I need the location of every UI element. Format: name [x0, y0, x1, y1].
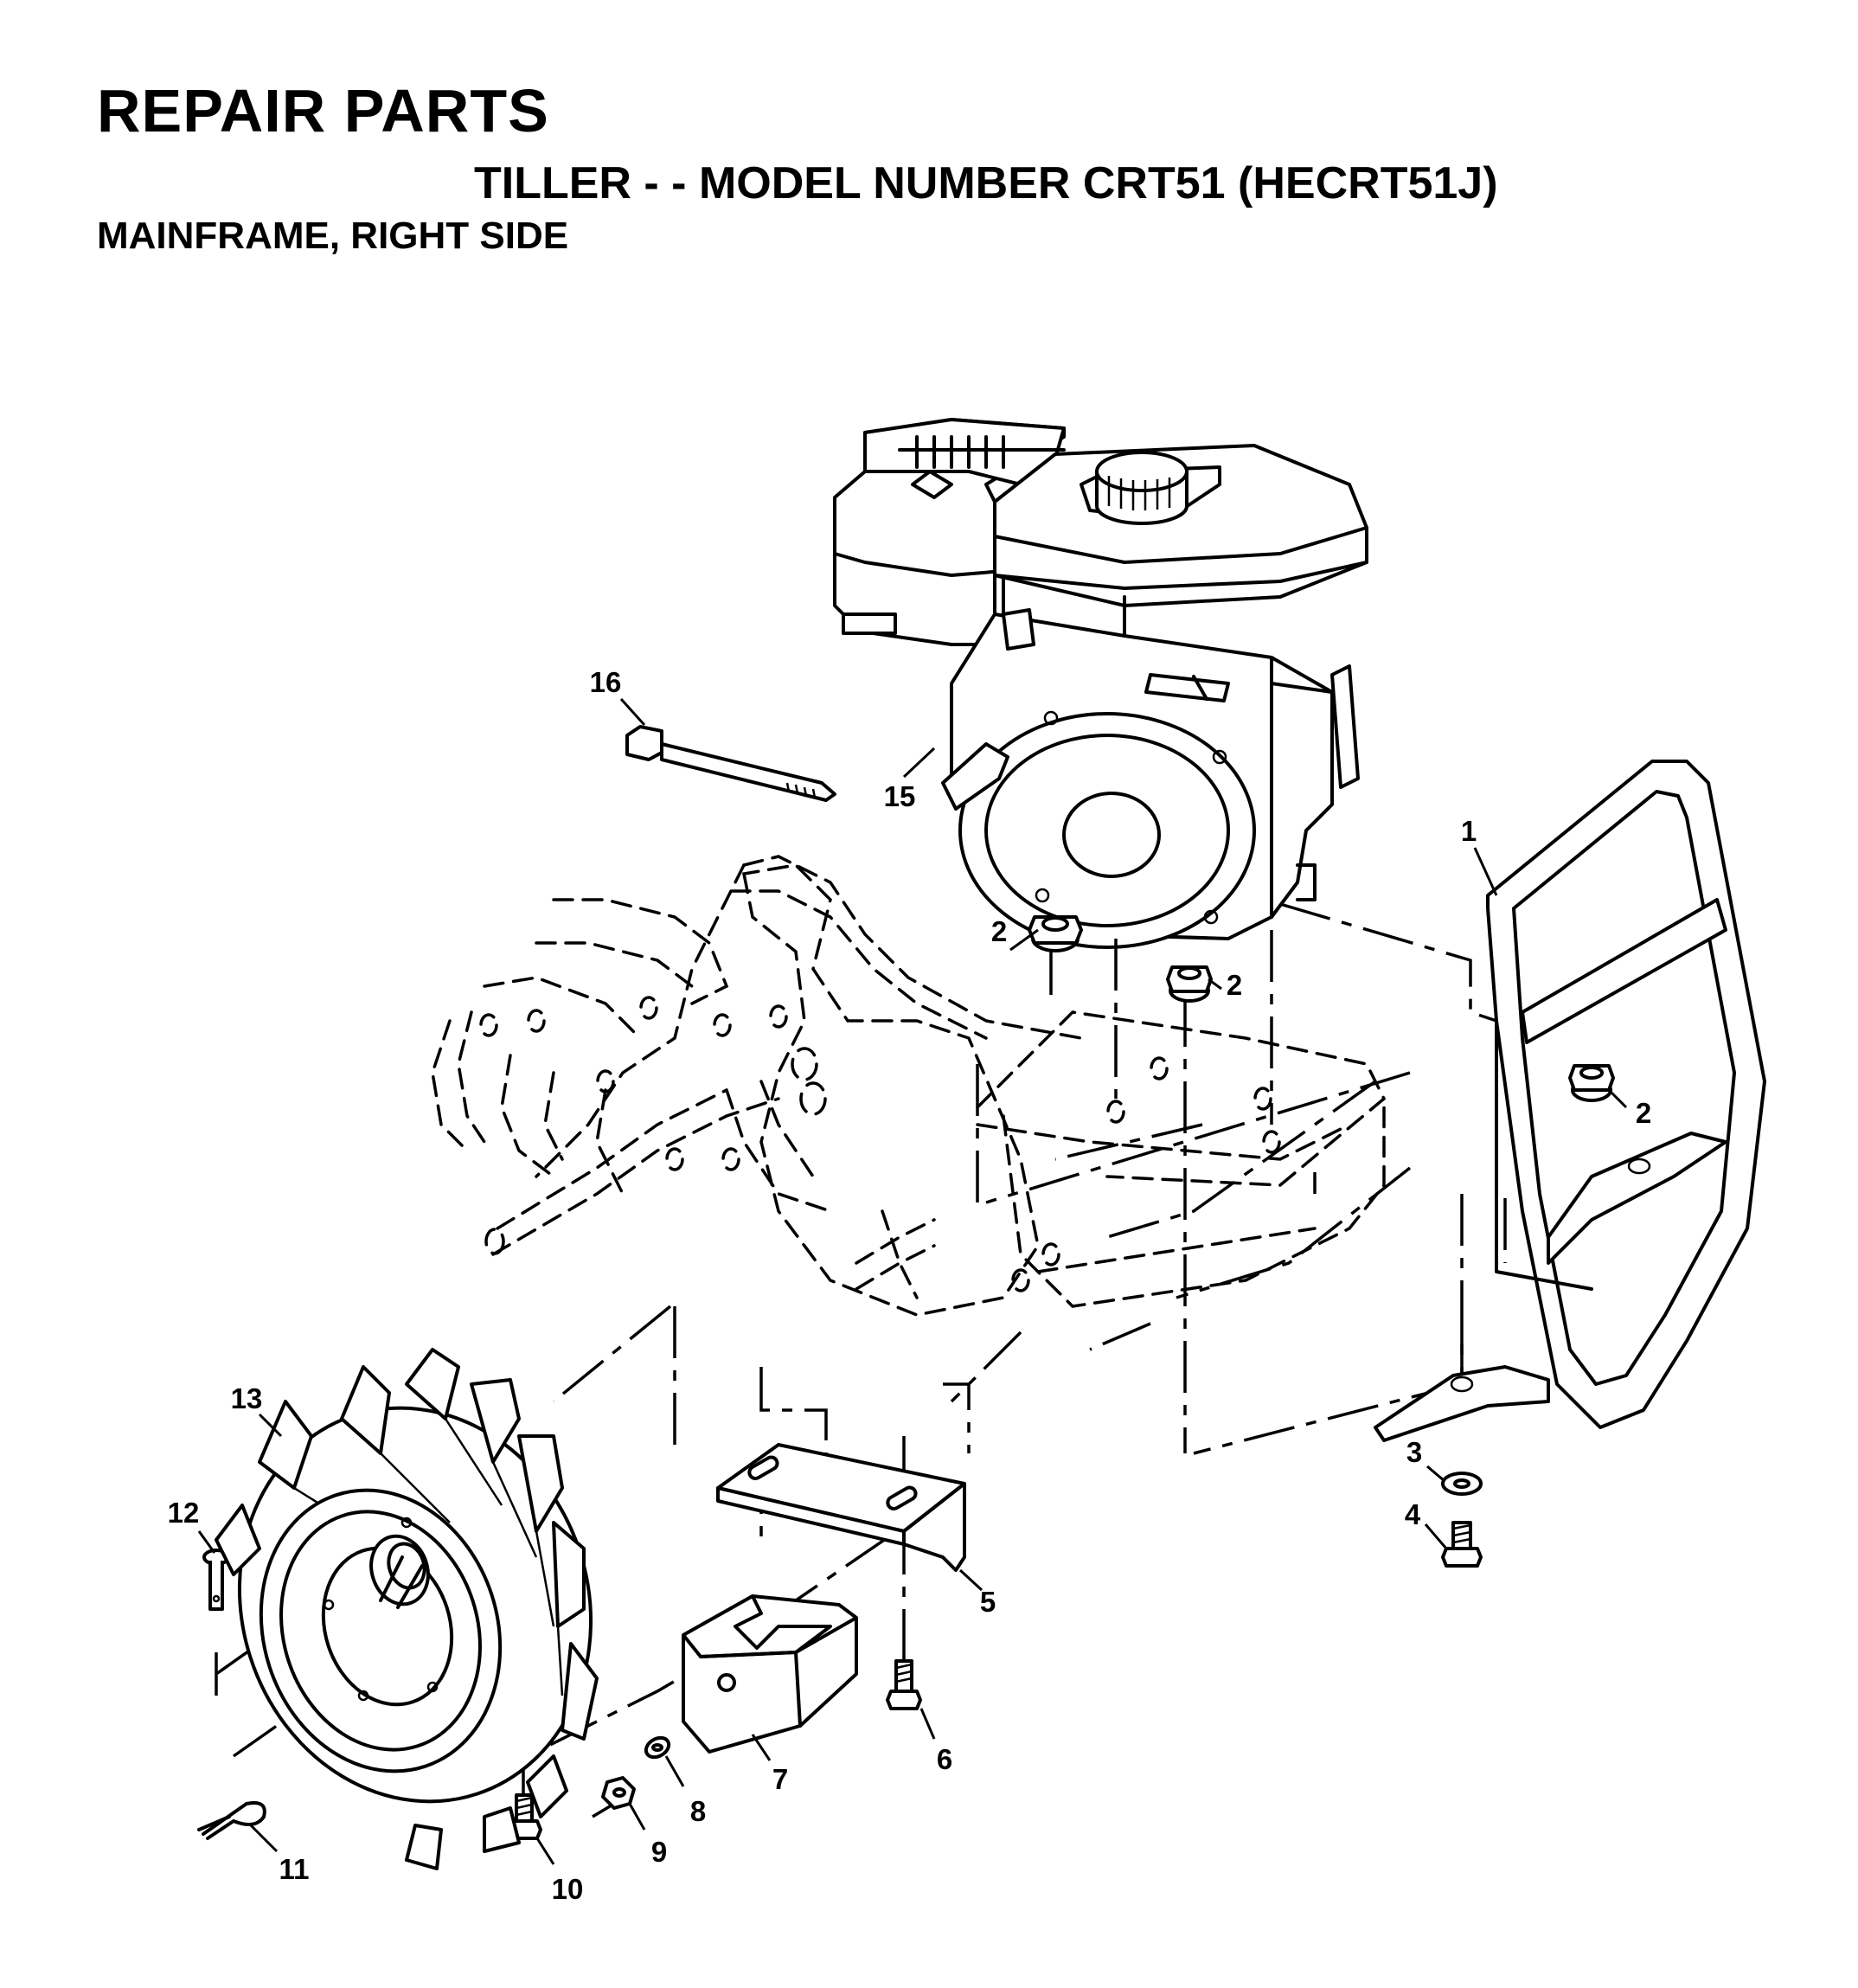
section-title: MAINFRAME, RIGHT SIDE	[97, 215, 569, 257]
callout-2c: 2	[1636, 1097, 1651, 1129]
callout-2b: 2	[1227, 969, 1242, 1001]
callout-9: 9	[651, 1836, 667, 1868]
callout-numbers: 16 15 1 2 2 2 3 4 5 6 7 8 9 10 11 12 13	[168, 666, 1652, 1905]
engine-drawing	[833, 418, 1368, 949]
model-subtitle: TILLER - - MODEL NUMBER CRT51 (HECRT51J)	[474, 158, 1498, 208]
cable-tie	[625, 725, 836, 802]
callout-10: 10	[552, 1873, 584, 1905]
callout-1: 1	[1461, 815, 1477, 847]
callout-8: 8	[690, 1795, 706, 1827]
callout-12: 12	[168, 1497, 200, 1529]
wheel-and-tire	[215, 1348, 599, 1870]
phantom-tiller-assembly	[431, 855, 1387, 1317]
mounting-bracket	[716, 1443, 966, 1572]
front-bumper	[1374, 760, 1766, 1442]
hex-flange-nuts	[1028, 915, 1615, 1102]
callout-7: 7	[772, 1763, 788, 1795]
callout-16: 16	[590, 666, 622, 698]
callout-3: 3	[1406, 1436, 1422, 1468]
callout-6: 6	[937, 1743, 952, 1775]
leader-lines	[197, 697, 1628, 1865]
callout-2a: 2	[991, 915, 1007, 947]
page-title: REPAIR PARTS	[97, 77, 549, 144]
hairpin-clip	[197, 1801, 266, 1840]
callout-11: 11	[279, 1853, 310, 1885]
callout-5: 5	[980, 1586, 996, 1618]
bolt-6	[886, 1659, 922, 1710]
shield-cover	[682, 1594, 858, 1754]
callout-15: 15	[884, 780, 916, 812]
callout-4: 4	[1405, 1498, 1421, 1530]
lockwasher-and-nut	[601, 1735, 671, 1810]
callout-13: 13	[231, 1382, 263, 1414]
washer-and-bolt	[1441, 1472, 1483, 1568]
